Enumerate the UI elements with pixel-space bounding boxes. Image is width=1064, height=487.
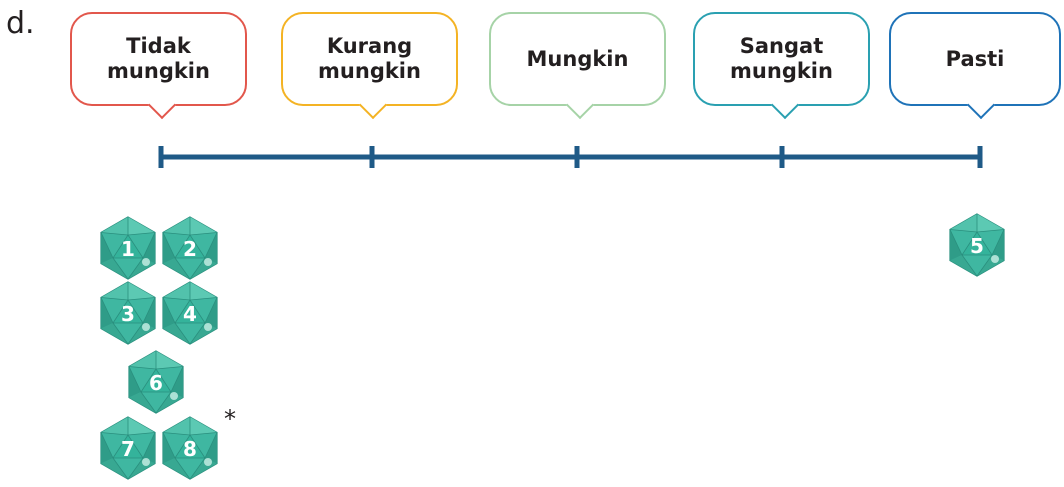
die-1: 1 [100,216,156,280]
asterisk-note: * [224,405,236,433]
die-8-label: 8 [183,437,197,461]
label-impossible: Tidak mungkin [70,12,247,120]
die-2-label: 2 [183,237,197,261]
die-3: 3 [100,281,156,345]
label-certain: Pasti [889,12,1061,120]
die-3-label: 3 [121,302,135,326]
die-6: 6 [128,350,184,414]
label-likely-line1: Sangat [739,34,824,58]
die-4: 4 [162,281,218,345]
die-5: 5 [949,213,1005,277]
label-unlikely-line2: mungkin [318,59,421,83]
label-unlikely-line1: Kurang [326,34,413,58]
label-impossible-line2: mungkin [107,59,210,83]
die-7: 7 [100,416,156,480]
die-7-label: 7 [121,437,135,461]
label-certain-line1: Pasti [945,46,1005,71]
label-possible-line1: Mungkin [526,46,629,71]
label-possible: Mungkin [489,12,666,120]
die-2: 2 [162,216,218,280]
die-8: 8 [162,416,218,480]
die-6-label: 6 [149,371,163,395]
die-5-label: 5 [970,234,984,258]
die-1-label: 1 [121,237,135,261]
label-impossible-line1: Tidak [126,34,191,58]
label-likely-line2: mungkin [730,59,833,83]
die-4-label: 4 [183,302,197,326]
label-likely: Sangat mungkin [693,12,870,120]
label-unlikely: Kurang mungkin [281,12,458,120]
item-label: d. [6,6,35,41]
